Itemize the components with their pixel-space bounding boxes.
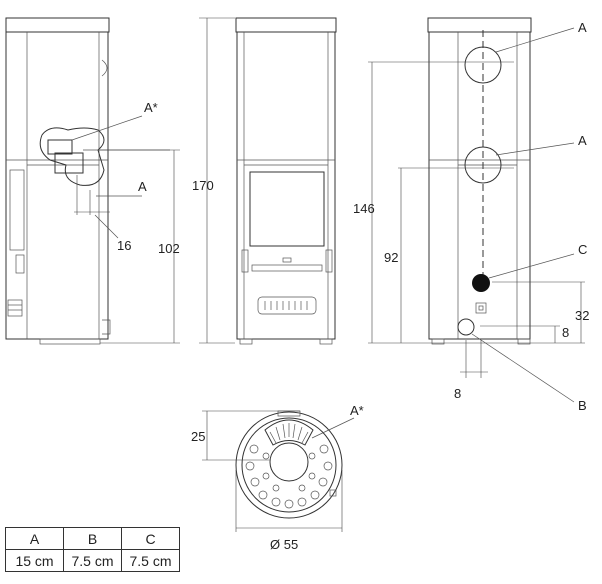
dim-label-8-right: 8 [562, 325, 569, 340]
label-a-side: A [138, 179, 147, 194]
dim-label-25: 25 [191, 429, 205, 444]
table-value-a: 15 cm [5, 549, 64, 572]
dim-label-32: 32 [575, 308, 589, 323]
top-view [202, 410, 355, 532]
back-view [368, 17, 585, 403]
air-inlet-b [457, 318, 475, 336]
dim-label-170: 170 [192, 178, 214, 193]
label-a-back-top: A [578, 20, 587, 35]
top-grille [264, 419, 314, 446]
connection-size-table: A B C 15 cm 7.5 cm 7.5 cm [5, 527, 180, 572]
table-header-b: B [63, 527, 122, 550]
table-value-row: 15 cm 7.5 cm 7.5 cm [5, 549, 180, 572]
label-b-back: B [578, 398, 587, 413]
label-a-back-mid: A [578, 133, 587, 148]
flue-connector-shape [39, 127, 105, 186]
table-header-row: A B C [5, 527, 180, 550]
table-value-b: 7.5 cm [63, 549, 122, 572]
front-view [235, 17, 337, 345]
table-header-a: A [5, 527, 64, 550]
label-a-star-side: A* [144, 100, 158, 115]
flue-outlet-top [464, 46, 502, 84]
flue-outlet-middle [464, 146, 502, 184]
firebox-window [249, 171, 325, 247]
label-c-back: C [578, 242, 587, 257]
flue-opening-top [269, 442, 309, 482]
label-a-star-top: A* [350, 403, 364, 418]
dim-label-102: 102 [158, 241, 180, 256]
dim-label-146: 146 [353, 201, 375, 216]
side-view [5, 17, 180, 345]
dimension-170 [199, 17, 235, 344]
dim-label-92: 92 [384, 250, 398, 265]
dim-label-diameter: Ø 55 [270, 537, 298, 552]
table-value-c: 7.5 cm [121, 549, 180, 572]
table-header-c: C [121, 527, 180, 550]
dim-label-8-bottom: 8 [454, 386, 461, 401]
ash-drawer [257, 296, 317, 315]
air-inlet-c [472, 274, 490, 292]
dim-label-16: 16 [117, 238, 131, 253]
